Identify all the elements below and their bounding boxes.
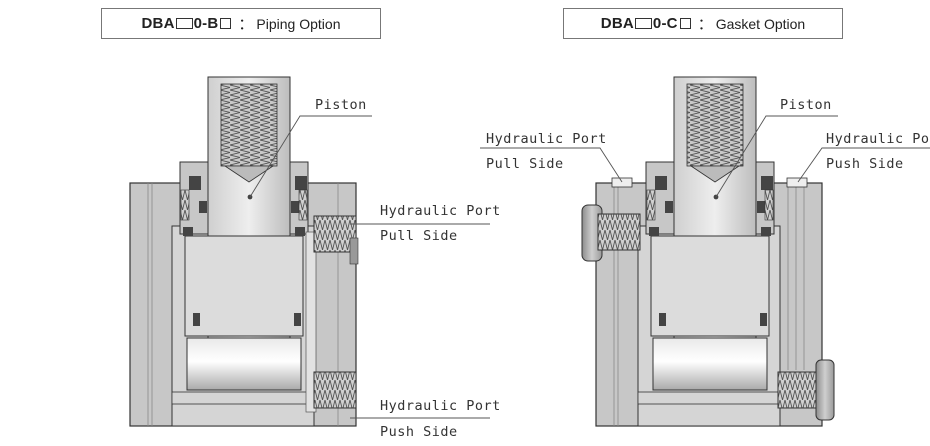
piping-option-cylinder	[129, 76, 490, 427]
push-side-label: Push Side	[826, 156, 904, 172]
pull-plug	[597, 213, 641, 251]
model-mid: 0-B	[193, 15, 219, 32]
pull-side-label: Pull Side	[380, 228, 458, 244]
option-description: Piping Option	[256, 15, 341, 32]
push-gasket-port	[786, 177, 808, 188]
separator: ：	[697, 16, 713, 33]
piston-head	[650, 235, 770, 337]
separator: ：	[238, 16, 254, 33]
placeholder-box-small	[679, 18, 691, 29]
piping-option-title: DBA 0-B ：Piping Option	[101, 8, 381, 39]
gasket-option-title: DBA 0-C ：Gasket Option	[563, 8, 843, 39]
piston-head	[184, 235, 304, 337]
pull-gasket-port	[611, 177, 633, 188]
push-port-title: Hydraulic Por	[826, 131, 930, 147]
placeholder-box-small	[220, 18, 232, 29]
placeholder-box	[634, 18, 652, 29]
model-prefix: DBA	[600, 15, 634, 32]
push-port-title: Hydraulic Port	[380, 398, 501, 414]
pull-port-title: Hydraulic Port	[380, 203, 501, 219]
placeholder-box	[175, 18, 193, 29]
push-plug	[777, 371, 819, 409]
option-description: Gasket Option	[715, 15, 806, 32]
pull-side-label: Pull Side	[486, 156, 564, 172]
pull-port-fitting	[313, 215, 357, 253]
pull-port-title: Hydraulic Port	[486, 131, 607, 147]
push-port-fitting	[313, 371, 357, 409]
piston-label: Piston	[780, 97, 832, 113]
gasket-option-cylinder	[480, 76, 930, 427]
model-prefix: DBA	[141, 15, 175, 32]
model-mid: 0-C	[652, 15, 678, 32]
piston-label: Piston	[315, 97, 367, 113]
push-side-label: Push Side	[380, 424, 458, 440]
